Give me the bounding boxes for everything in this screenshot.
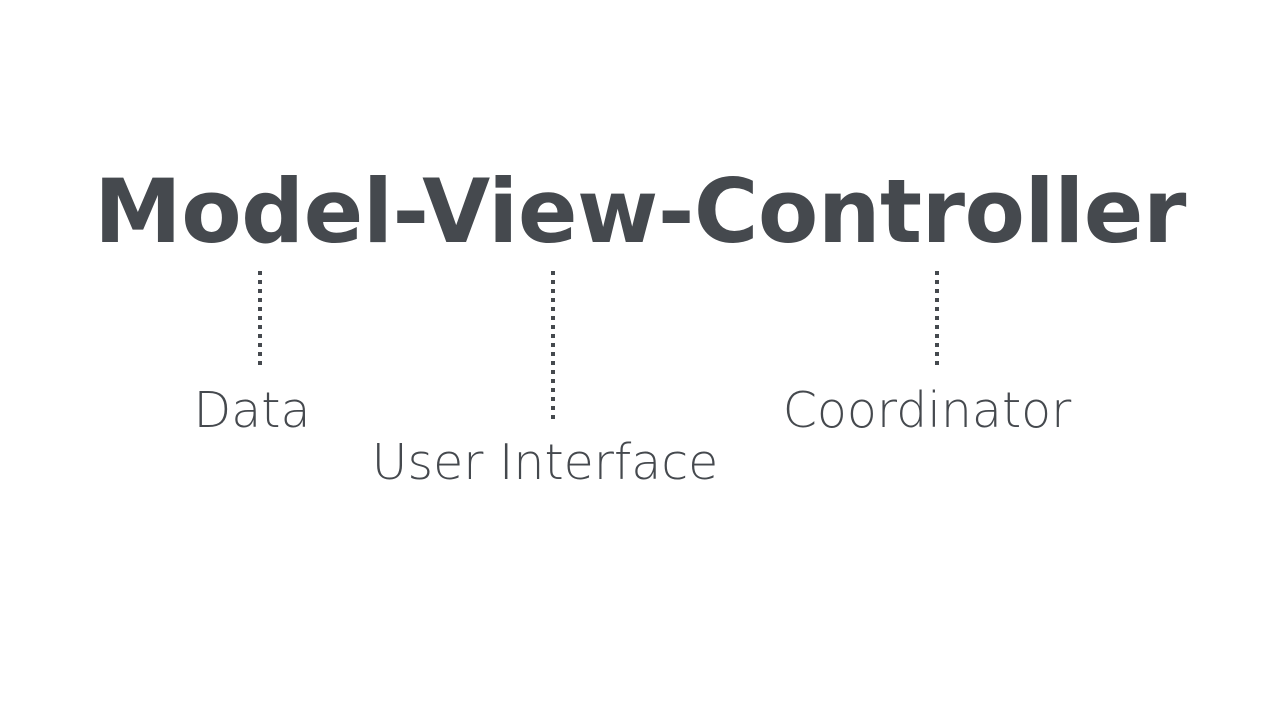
label-model-data: Data: [193, 382, 311, 439]
label-view-user-interface: User Interface: [371, 434, 719, 491]
connector-line-controller: [935, 271, 939, 368]
page-title: Model-View-Controller: [94, 160, 1186, 263]
connector-line-view: [551, 271, 555, 420]
label-controller-coordinator: Coordinator: [782, 382, 1072, 439]
connector-line-model: [258, 271, 262, 368]
